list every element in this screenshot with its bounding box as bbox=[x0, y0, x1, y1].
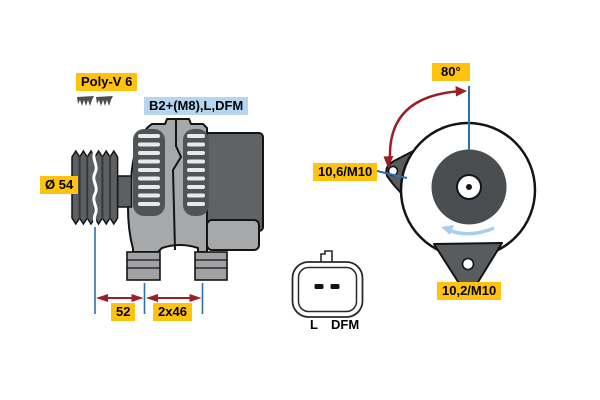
dim-2x46-label: 2x46 bbox=[153, 303, 192, 321]
cooling-fins-rear bbox=[183, 129, 209, 216]
mount-hole-leader-line bbox=[376, 170, 408, 179]
mount-top-label: 10,6/M10 bbox=[313, 163, 378, 181]
front-view bbox=[376, 86, 537, 293]
mounting-hole-bottom bbox=[461, 257, 475, 271]
shaft-center-dot bbox=[466, 184, 472, 190]
cooling-fins-front bbox=[133, 129, 165, 216]
poly-v-label: Poly-V 6 bbox=[76, 73, 138, 91]
side-view bbox=[71, 118, 264, 314]
rear-housing-block bbox=[204, 132, 264, 232]
poly-v-belt-profile-icon bbox=[76, 95, 116, 114]
break-line bbox=[92, 148, 98, 227]
dimension-extension-lines bbox=[94, 227, 204, 314]
connector-outer-shell bbox=[291, 261, 364, 318]
pulley-diameter-label: Ø 54 bbox=[40, 176, 79, 194]
shaft-spacer bbox=[116, 175, 133, 208]
terminals-label: B2+(M8),L,DFM bbox=[144, 97, 249, 115]
rear-foot-shelf bbox=[206, 219, 260, 251]
connector-pin-l-label: L bbox=[310, 317, 318, 332]
mounting-foot-left bbox=[126, 251, 161, 281]
dim-52-label: 52 bbox=[111, 303, 136, 321]
connector-latch-tab bbox=[320, 250, 333, 262]
connector-pins bbox=[314, 284, 340, 289]
mount-bottom-label: 10,2/M10 bbox=[437, 282, 502, 300]
connector-pin-dfm-label: DFM bbox=[331, 317, 360, 332]
connector-inner-shell bbox=[297, 266, 358, 313]
connector-diagram bbox=[291, 250, 364, 318]
dimension-arrows bbox=[96, 294, 202, 302]
mounting-foot-right bbox=[194, 251, 228, 281]
rotation-direction-arrow bbox=[441, 225, 495, 236]
angle-arc-arrow bbox=[383, 86, 467, 168]
housing-parting-line bbox=[171, 119, 183, 251]
angle-label: 80° bbox=[432, 63, 470, 81]
pulley-side bbox=[71, 148, 119, 227]
